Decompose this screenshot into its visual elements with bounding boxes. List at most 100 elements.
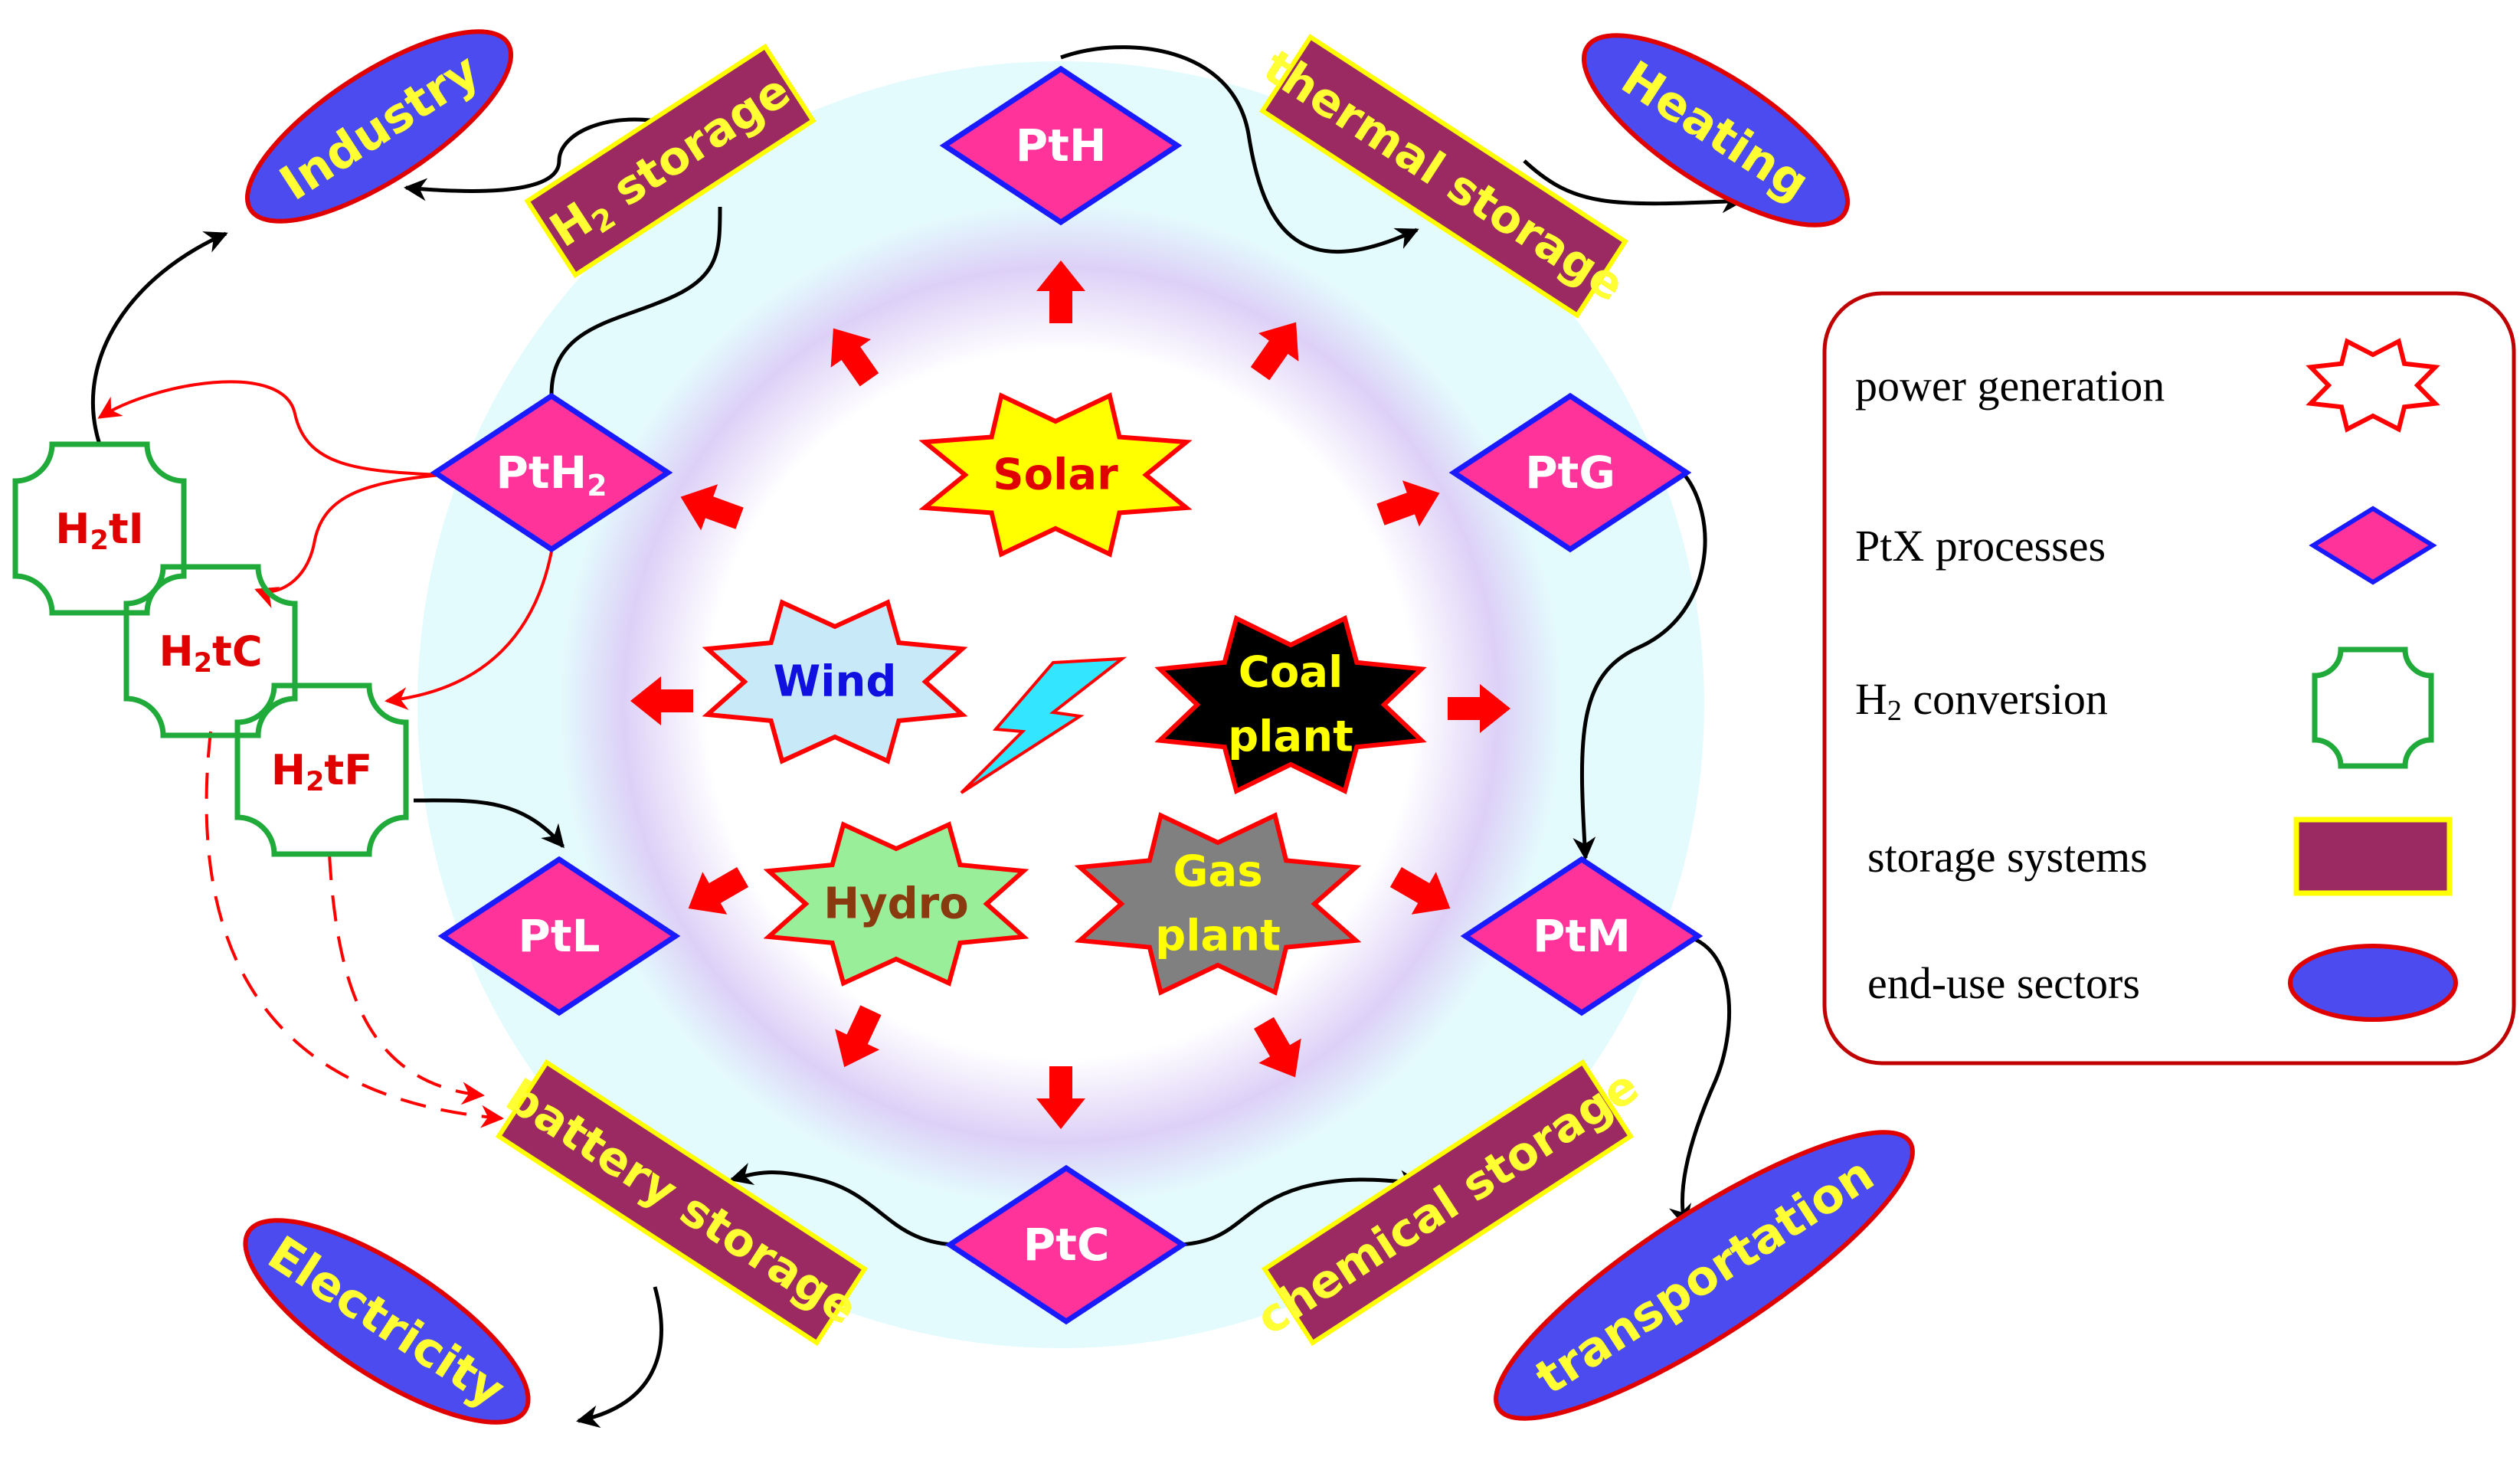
ptx-diamond — [437, 856, 681, 1016]
storage-box — [495, 1059, 869, 1347]
flow-arrow — [1036, 260, 1085, 323]
power-label: Solar — [993, 450, 1118, 500]
h2-conversion-shape — [123, 564, 298, 738]
flow-arrow — [688, 867, 749, 915]
power-hydro: Hydro — [763, 821, 1029, 987]
connector-ptc-to-chemical-storage — [1179, 1170, 1423, 1247]
storage-box — [1261, 1059, 1635, 1347]
h2-conversion-label: H2tF — [271, 746, 372, 798]
power-star — [763, 821, 1029, 987]
star-outline-icon — [2306, 338, 2440, 433]
enduse-industry: Industry — [244, 29, 514, 224]
ptx-label: PtG — [1525, 447, 1615, 499]
connector-ptm-to-transportation — [1668, 936, 1732, 1228]
enduse-ellipse — [243, 1218, 531, 1425]
h2-conversion-h2tc: H2tC — [123, 564, 298, 738]
legend-item-ptx: PtX processes — [1855, 506, 2437, 585]
flow-arrow — [1389, 867, 1451, 915]
ptx-pth2: PtH2 — [430, 392, 673, 553]
connector-h2tf-to-battery-storage — [328, 853, 485, 1105]
power-gas: Gas plant — [1074, 812, 1362, 996]
rectangle-icon — [2293, 817, 2453, 896]
connector-pth2-to-h2-storage — [549, 206, 722, 395]
connector-pth-to-thermal-storage — [1060, 45, 1419, 254]
flow-arrows — [630, 260, 1510, 1129]
power-solar: Solar — [918, 392, 1193, 558]
power-label-line: plant — [1155, 912, 1281, 961]
rounded-cross-icon — [2312, 646, 2434, 769]
ptx-label: PtC — [1023, 1219, 1110, 1271]
connector-battery-storage-to-electricity — [576, 1286, 663, 1429]
flow-arrow — [680, 484, 744, 531]
ptx-diamond — [944, 1164, 1188, 1325]
red-connectors — [97, 380, 553, 1128]
h2-conversion-label: H2tI — [55, 505, 143, 557]
connector-thermal-storage-to-heating — [1523, 159, 1745, 214]
power-star — [918, 392, 1193, 558]
power-label-line: Coal — [1239, 648, 1343, 698]
connector-h2-storage-to-industry — [404, 117, 667, 201]
enduse-electricity: Electricity — [243, 1218, 531, 1425]
h2-conversion-label: H2tC — [159, 627, 262, 679]
ptx-ptl: PtL — [437, 856, 681, 1016]
ptx-diamond — [1448, 392, 1692, 553]
legend-item-end-use: end-use sectors — [1867, 944, 2458, 1022]
power-wind: Wind — [702, 599, 968, 764]
flow-arrow — [830, 328, 879, 387]
h2-conversion-h2tf: H2tF — [234, 682, 409, 857]
connector-h2tc-to-battery-storage — [205, 731, 504, 1128]
power-label: Hydro — [823, 879, 969, 929]
enduse-ellipse — [244, 29, 514, 224]
ptx-diamond — [1460, 856, 1703, 1016]
ellipse-icon — [2288, 944, 2458, 1022]
ptx-pth: PtH — [939, 65, 1183, 226]
connector-h2tf-to-ptl — [413, 798, 565, 849]
connectors — [90, 45, 1745, 1429]
flow-arrow — [1254, 1016, 1301, 1078]
power-label-line: Gas — [1173, 847, 1262, 897]
connector-h2ti-to-industry — [90, 231, 228, 445]
enduse-label: transportation — [1525, 1146, 1883, 1406]
legend-item-power-generation: power generation — [1855, 338, 2440, 433]
connector-pth2-to-h2ti — [97, 380, 441, 476]
connector-pth2-to-h2tc — [254, 473, 441, 608]
legend-label: power generation — [1855, 361, 2165, 411]
power-label: Wind — [774, 657, 897, 707]
ptx-diamond — [430, 392, 673, 553]
h2-conversion-h2ti: H2tI — [12, 441, 187, 616]
storage-box — [524, 43, 817, 279]
enduse-ellipse — [1494, 1130, 1915, 1421]
flow-arrow — [835, 1005, 882, 1068]
enduse-heating: Heating — [1581, 33, 1851, 227]
ptx-label: PtM — [1533, 910, 1631, 962]
flow-arrow — [1448, 684, 1510, 733]
lightning-bolt-icon — [960, 656, 1127, 794]
ptx-label: PtL — [518, 910, 600, 962]
ptx-ptc: PtC — [944, 1164, 1188, 1325]
legend-item-storage: storage systems — [1867, 817, 2453, 896]
ptx-diamond — [939, 65, 1183, 226]
storage-box — [1259, 34, 1628, 319]
ptx-label: PtH2 — [496, 447, 607, 502]
flow-arrow — [1376, 480, 1440, 527]
flow-arrow — [1250, 322, 1299, 381]
h2-conversion-shape — [12, 441, 187, 616]
legend-item-h2-conversion: H2 conversion — [1855, 646, 2434, 769]
ptx-label: PtH — [1016, 119, 1107, 172]
power-label-line: plant — [1228, 712, 1353, 762]
connector-ptg-to-ptm — [1573, 470, 1707, 860]
power-star — [1154, 615, 1427, 794]
ptx-ptg: PtG — [1448, 392, 1692, 553]
diamond-icon — [2309, 506, 2437, 585]
h2-conversion-shape — [234, 682, 409, 857]
connector-pth2-to-h2tf — [385, 551, 553, 710]
power-coal: Coal plant — [1154, 615, 1427, 794]
legend-label: end-use sectors — [1867, 958, 2140, 1008]
enduse-ellipse — [1581, 33, 1851, 227]
legend-label: H2 conversion — [1855, 674, 2108, 728]
legend-label: PtX processes — [1855, 521, 2106, 571]
flow-arrow — [1036, 1066, 1085, 1129]
power-star — [702, 599, 968, 764]
